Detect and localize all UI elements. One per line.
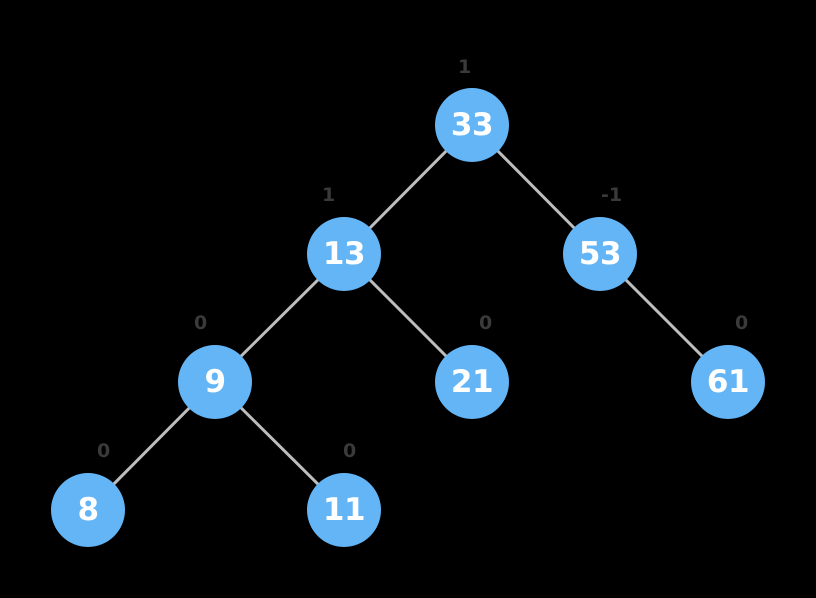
tree-node-value: 61 bbox=[706, 363, 750, 400]
balance-factor-label: 0 bbox=[343, 440, 357, 462]
balance-factor-label: 1 bbox=[458, 56, 472, 78]
tree-node-value: 9 bbox=[204, 363, 226, 400]
tree-node[interactable]: 11 bbox=[307, 473, 381, 547]
balance-factor-label: 0 bbox=[194, 312, 208, 334]
balance-factor-label: 0 bbox=[97, 440, 111, 462]
tree-node-value: 8 bbox=[77, 491, 99, 528]
tree-node[interactable]: 21 bbox=[435, 345, 509, 419]
tree-node-value: 11 bbox=[322, 491, 366, 528]
tree-node-value: 33 bbox=[450, 106, 494, 143]
tree-node[interactable]: 33 bbox=[435, 88, 509, 162]
tree-node-value: 21 bbox=[450, 363, 494, 400]
tree-node[interactable]: 8 bbox=[51, 473, 125, 547]
tree-node[interactable]: 53 bbox=[563, 217, 637, 291]
tree-node[interactable]: 13 bbox=[307, 217, 381, 291]
tree-node-value: 53 bbox=[578, 235, 622, 272]
balance-factor-label: 1 bbox=[322, 184, 336, 206]
balance-factor-label: -1 bbox=[601, 184, 623, 206]
tree-node-value: 13 bbox=[322, 235, 366, 272]
tree-node[interactable]: 9 bbox=[178, 345, 252, 419]
tree-node[interactable]: 61 bbox=[691, 345, 765, 419]
balance-factor-label: 0 bbox=[479, 312, 493, 334]
balance-factor-label: 0 bbox=[735, 312, 749, 334]
